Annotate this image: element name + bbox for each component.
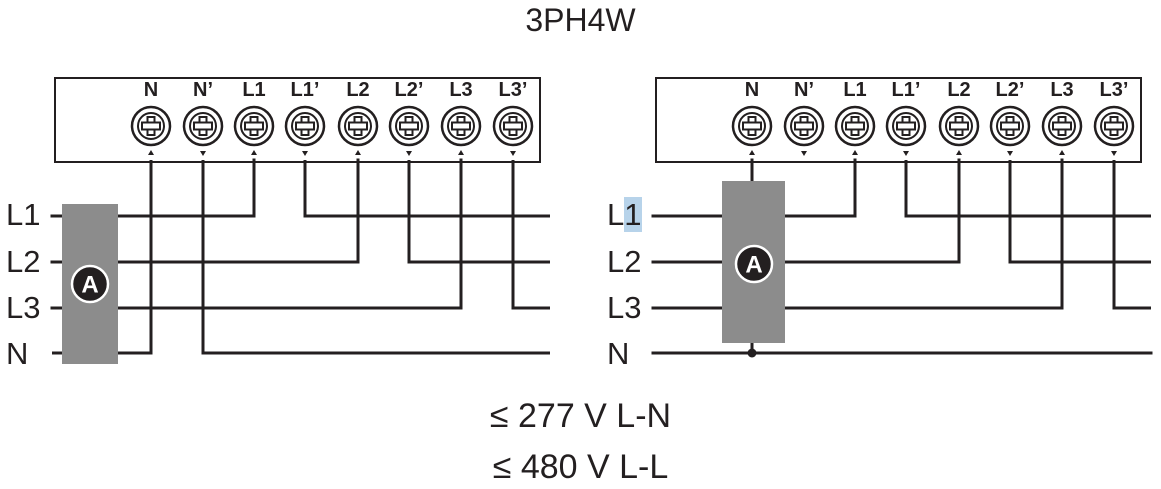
- left-screw-slot-h-5: [399, 121, 419, 131]
- left-arrow-down-7: [510, 151, 516, 156]
- right-arrow-down-5: [1007, 151, 1013, 156]
- right-arrow-down-3: [903, 151, 909, 156]
- left-line-label-l3: L3: [6, 290, 41, 325]
- left-line-label-n: N: [6, 336, 29, 371]
- left-meter-label: A: [81, 272, 98, 299]
- left-wire-n-out: [201, 160, 550, 355]
- right-arrow-down-7: [1111, 151, 1117, 156]
- voltage-line-line: ≤ 480 V L-L: [492, 448, 669, 486]
- right-screw-slot-h-5: [1000, 121, 1020, 131]
- right-arrow-up-0: [749, 150, 755, 155]
- left-terminal-label-6: L3: [449, 79, 472, 101]
- left-arrow-up-2: [251, 150, 257, 155]
- right-screw-slot-h-2: [845, 121, 865, 131]
- right-line-label-l3: L3: [607, 290, 642, 325]
- right-junction-dot: [747, 348, 757, 358]
- left-screw-slot-h-6: [451, 121, 471, 131]
- right-arrow-down-1: [801, 151, 807, 156]
- right-arrow-up-4: [956, 150, 962, 155]
- right-terminal-label-0: N: [745, 79, 759, 101]
- right-line-label-n: N: [607, 336, 630, 371]
- left-terminal-label-3: L1’: [291, 79, 320, 101]
- left-arrow-up-6: [458, 150, 464, 155]
- left-screw-slot-h-2: [244, 121, 264, 131]
- left-line-label-l1: L1: [6, 197, 41, 232]
- right-screw-slot-h-4: [949, 121, 969, 131]
- left-screw-slot-h-7: [503, 121, 523, 131]
- right-screw-slot-h-7: [1104, 121, 1124, 131]
- right-terminal-label-7: L3’: [1100, 79, 1129, 101]
- selection-highlight: 1: [624, 197, 642, 232]
- right-terminal-label-5: L2’: [996, 79, 1025, 101]
- left-arrow-down-5: [406, 151, 412, 156]
- right-screw-slot-h-6: [1052, 121, 1072, 131]
- left-terminal-label-7: L3’: [499, 79, 528, 101]
- left-arrow-up-0: [148, 150, 154, 155]
- right-line-label-l2: L2: [607, 244, 642, 279]
- left-screw-slot-h-3: [295, 121, 315, 131]
- voltage-line-neutral: ≤ 277 V L-N: [489, 397, 672, 435]
- right-meter-label: A: [745, 252, 762, 279]
- right-line-label-l1: L1: [607, 197, 642, 232]
- right-line-label-l1-letter: L1: [607, 197, 642, 232]
- left-terminal-label-5: L2’: [395, 79, 424, 101]
- left-wire-l3-out: [511, 160, 550, 310]
- right-screw-slot-h-3: [896, 121, 916, 131]
- right-wire-l2-out: [1008, 160, 1151, 264]
- right-terminal-label-3: L1’: [892, 79, 921, 101]
- right-terminal-label-2: L1: [843, 79, 866, 101]
- left-terminal-label-1: N’: [193, 79, 213, 101]
- right-wire-l1-out: [904, 160, 1151, 218]
- left-line-label-l2: L2: [6, 244, 41, 279]
- right-screw-slot-h-1: [794, 121, 814, 131]
- left-meter-badge: [70, 264, 110, 304]
- left-screw-slot-h-4: [348, 121, 368, 131]
- right-arrow-up-6: [1059, 150, 1065, 155]
- right-terminal-label-1: N’: [794, 79, 814, 101]
- left-screw-slot-h-0: [141, 121, 161, 131]
- right-screw-slot-h-0: [742, 121, 762, 131]
- left-arrow-down-3: [302, 151, 308, 156]
- left-terminal-label-2: L1: [242, 79, 265, 101]
- right-terminal-label-4: L2: [947, 79, 970, 101]
- right-terminal-label-6: L3: [1050, 79, 1073, 101]
- left-terminal-label-0: N: [144, 79, 158, 101]
- left-wire-l2-out: [407, 160, 550, 264]
- right-meter-badge: [734, 244, 774, 284]
- diagram-title: 3PH4W: [525, 2, 636, 38]
- right-arrow-up-2: [852, 150, 858, 155]
- left-arrow-up-4: [355, 150, 361, 155]
- right-wire-l3-out: [1112, 160, 1151, 310]
- left-wire-l1-out: [303, 160, 550, 218]
- left-screw-slot-h-1: [193, 121, 213, 131]
- left-arrow-down-1: [200, 151, 206, 156]
- left-terminal-label-4: L2: [346, 79, 369, 101]
